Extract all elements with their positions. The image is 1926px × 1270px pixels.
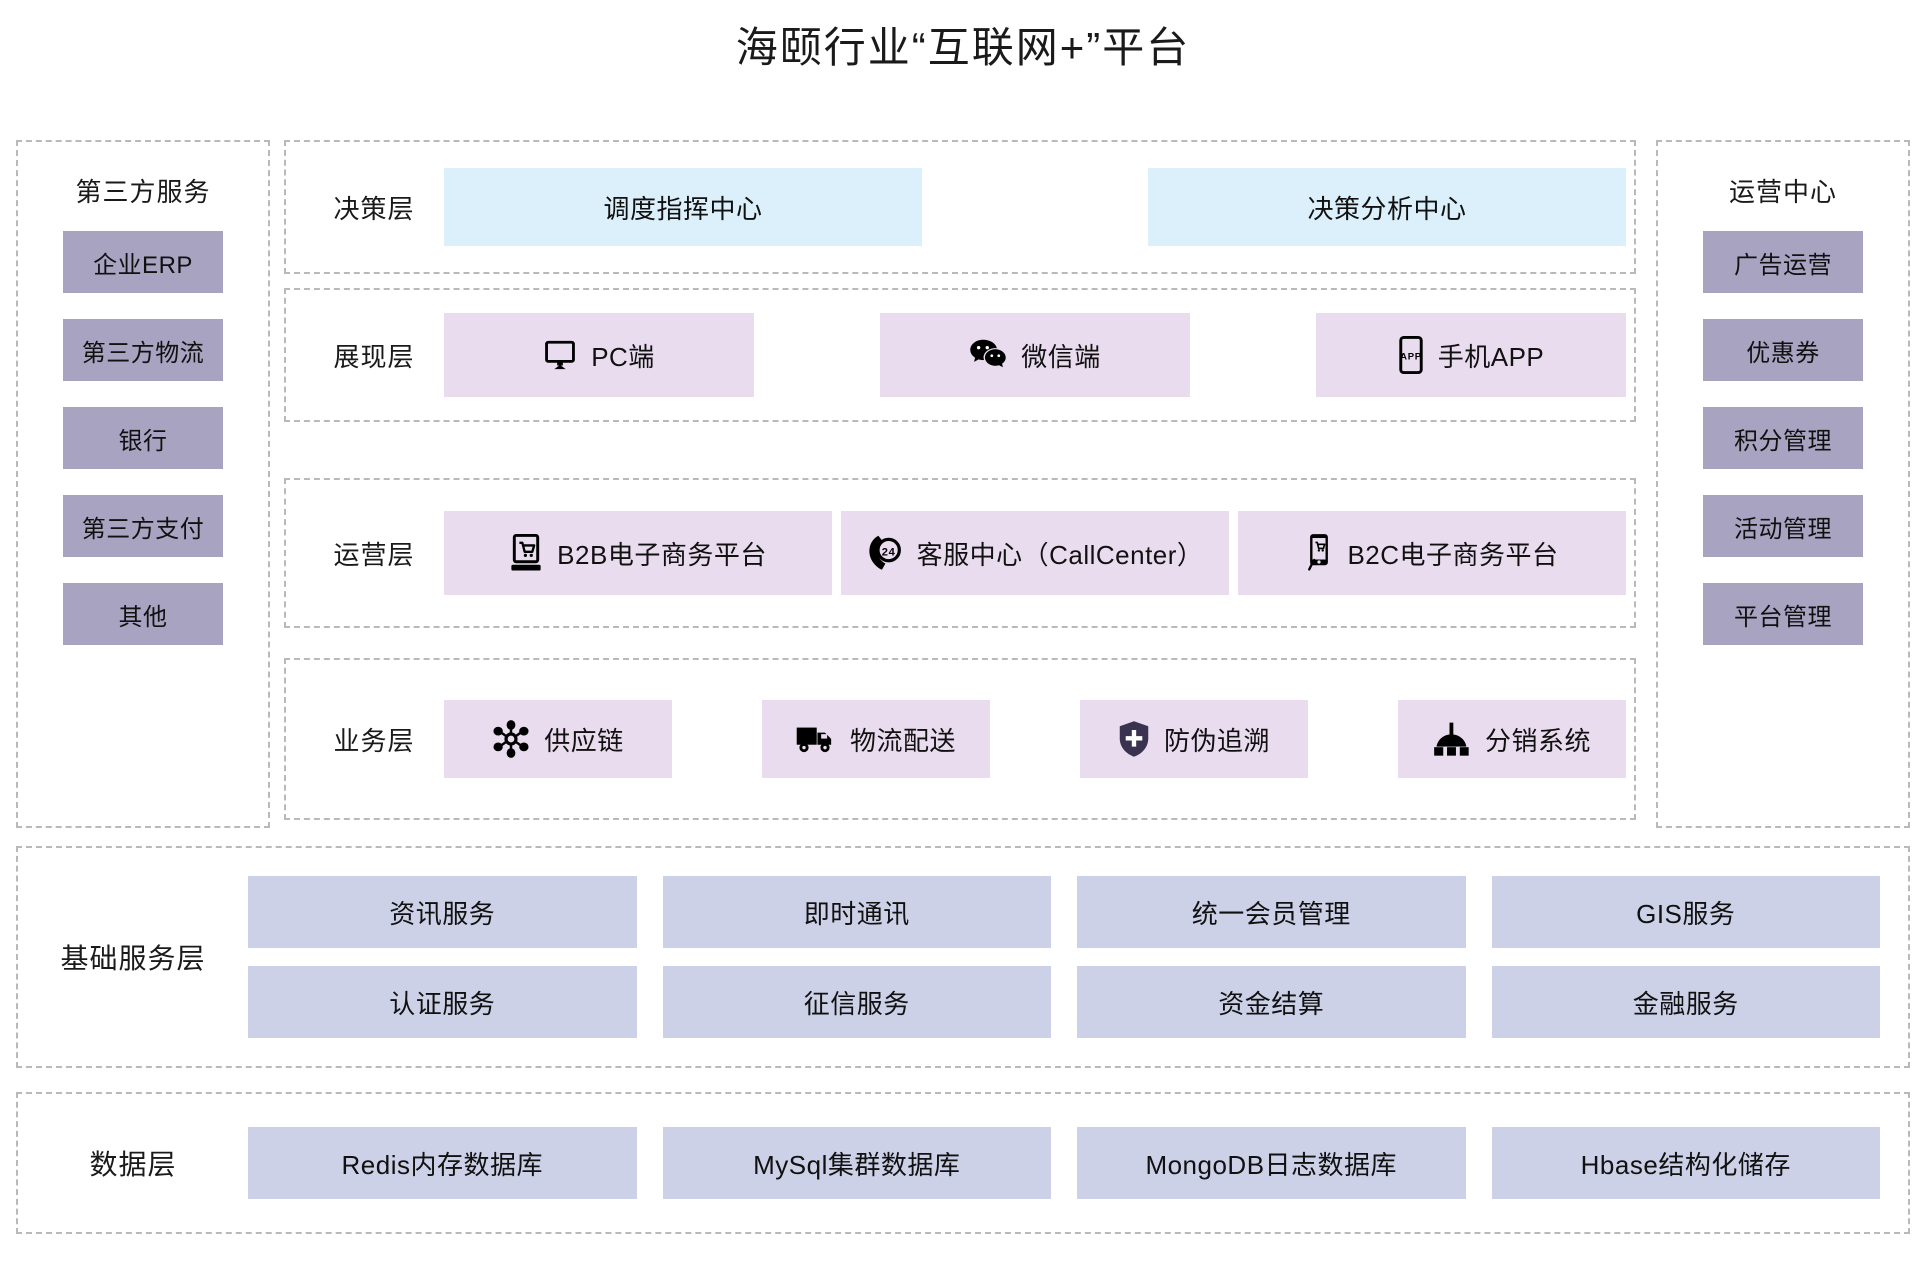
cell-mobile-app[interactable]: APP 手机APP [1316, 313, 1626, 397]
monitor-icon [543, 338, 577, 372]
cell-supply-chain[interactable]: 供应链 [444, 700, 672, 778]
data-layer-item-mysql[interactable]: MySql集群数据库 [662, 1127, 1051, 1199]
phone-24h-icon: 24 [867, 534, 903, 572]
sidebar-item-enterprise-erp[interactable]: 企业ERP [63, 231, 223, 293]
decision-layer-panel: 决策层 调度指挥中心 决策分析中心 [284, 140, 1636, 274]
base-service-item-financial-service[interactable]: 金融服务 [1491, 966, 1880, 1038]
svg-text:24: 24 [881, 546, 895, 558]
base-service-item-unified-member-management[interactable]: 统一会员管理 [1077, 876, 1466, 948]
sidebar-item-coupon[interactable]: 优惠券 [1703, 319, 1863, 381]
cell-decision-analysis-center[interactable]: 决策分析中心 [1148, 168, 1626, 246]
cell-label: 供应链 [544, 725, 624, 756]
cell-label: 调度指挥中心 [603, 193, 763, 224]
wechat-icon [969, 338, 1007, 372]
operation-layer-panel: 运营层 B2B电子商务平台 [284, 478, 1636, 628]
mobile-app-icon: APP [1398, 336, 1424, 374]
cell-anti-counterfeit-trace[interactable]: 防伪追溯 [1080, 700, 1308, 778]
presentation-layer-label: 展现层 [333, 341, 415, 372]
base-service-layer-panel: 基础服务层 资讯服务 即时通讯 统一会员管理 GIS服务 认证服务 征信服务 资… [16, 846, 1910, 1068]
data-layer-item-hbase[interactable]: Hbase结构化储存 [1491, 1127, 1880, 1199]
base-service-item-credit-reporting[interactable]: 征信服务 [662, 966, 1051, 1038]
third-party-service-panel: 第三方服务 企业ERP 第三方物流 银行 第三方支付 其他 [16, 140, 270, 828]
sidebar-item-third-party-payment[interactable]: 第三方支付 [63, 495, 223, 557]
cell-pc-client[interactable]: PC端 [444, 313, 754, 397]
cell-label: 微信端 [1021, 341, 1101, 372]
cell-label: 防伪追溯 [1163, 725, 1270, 756]
cell-label: B2C电子商务平台 [1347, 539, 1559, 570]
operation-layer-label: 运营层 [333, 539, 415, 570]
cell-dispatch-command-center[interactable]: 调度指挥中心 [444, 168, 922, 246]
decision-layer-label: 决策层 [333, 193, 415, 224]
hierarchy-icon [1433, 721, 1471, 757]
cell-label: 手机APP [1437, 341, 1545, 372]
cell-label: PC端 [591, 341, 655, 372]
cell-b2c-platform[interactable]: B2C电子商务平台 [1238, 511, 1626, 595]
operation-center-panel: 运营中心 广告运营 优惠券 积分管理 活动管理 平台管理 [1656, 140, 1910, 828]
mobile-shopping-icon [1305, 533, 1333, 573]
cell-label: 分销系统 [1484, 725, 1591, 756]
shopping-cart-monitor-icon [509, 534, 543, 572]
business-layer-label: 业务层 [333, 725, 415, 756]
network-nodes-icon [492, 720, 530, 758]
cell-wechat-client[interactable]: 微信端 [880, 313, 1190, 397]
base-service-item-news[interactable]: 资讯服务 [248, 876, 637, 948]
base-service-item-authentication[interactable]: 认证服务 [248, 966, 637, 1038]
data-layer-panel: 数据层 Redis内存数据库 MySql集群数据库 MongoDB日志数据库 H… [16, 1092, 1910, 1234]
cell-b2b-platform[interactable]: B2B电子商务平台 [444, 511, 832, 595]
cell-label: 物流配送 [849, 725, 956, 756]
sidebar-item-campaign-management[interactable]: 活动管理 [1703, 495, 1863, 557]
shield-icon [1118, 720, 1150, 758]
svg-text:APP: APP [1400, 351, 1422, 362]
base-service-item-fund-settlement[interactable]: 资金结算 [1077, 966, 1466, 1038]
data-layer-label: 数据层 [89, 1149, 177, 1180]
page-title: 海颐行业“互联网+”平台 [735, 24, 1191, 71]
cell-label: 客服中心（CallCenter） [916, 539, 1204, 570]
sidebar-item-points-management[interactable]: 积分管理 [1703, 407, 1863, 469]
data-layer-item-redis[interactable]: Redis内存数据库 [248, 1127, 637, 1199]
sidebar-item-ad-operation[interactable]: 广告运营 [1703, 231, 1863, 293]
third-party-service-header: 第三方服务 [75, 177, 211, 207]
base-service-layer-label: 基础服务层 [60, 943, 206, 974]
business-layer-panel: 业务层 [284, 658, 1636, 820]
sidebar-item-third-party-logistics[interactable]: 第三方物流 [63, 319, 223, 381]
cell-call-center[interactable]: 24 客服中心（CallCenter） [841, 511, 1229, 595]
cell-label: 决策分析中心 [1307, 193, 1467, 224]
base-service-item-instant-messaging[interactable]: 即时通讯 [662, 876, 1051, 948]
sidebar-item-bank[interactable]: 银行 [63, 407, 223, 469]
cell-label: B2B电子商务平台 [557, 539, 767, 570]
truck-icon [796, 724, 836, 754]
operation-center-header: 运营中心 [1728, 177, 1837, 207]
sidebar-item-other[interactable]: 其他 [63, 583, 223, 645]
data-layer-item-mongodb[interactable]: MongoDB日志数据库 [1077, 1127, 1466, 1199]
cell-logistics-delivery[interactable]: 物流配送 [762, 700, 990, 778]
sidebar-item-platform-management[interactable]: 平台管理 [1703, 583, 1863, 645]
base-service-item-gis[interactable]: GIS服务 [1491, 876, 1880, 948]
cell-distribution-system[interactable]: 分销系统 [1398, 700, 1626, 778]
presentation-layer-panel: 展现层 PC端 [284, 288, 1636, 422]
